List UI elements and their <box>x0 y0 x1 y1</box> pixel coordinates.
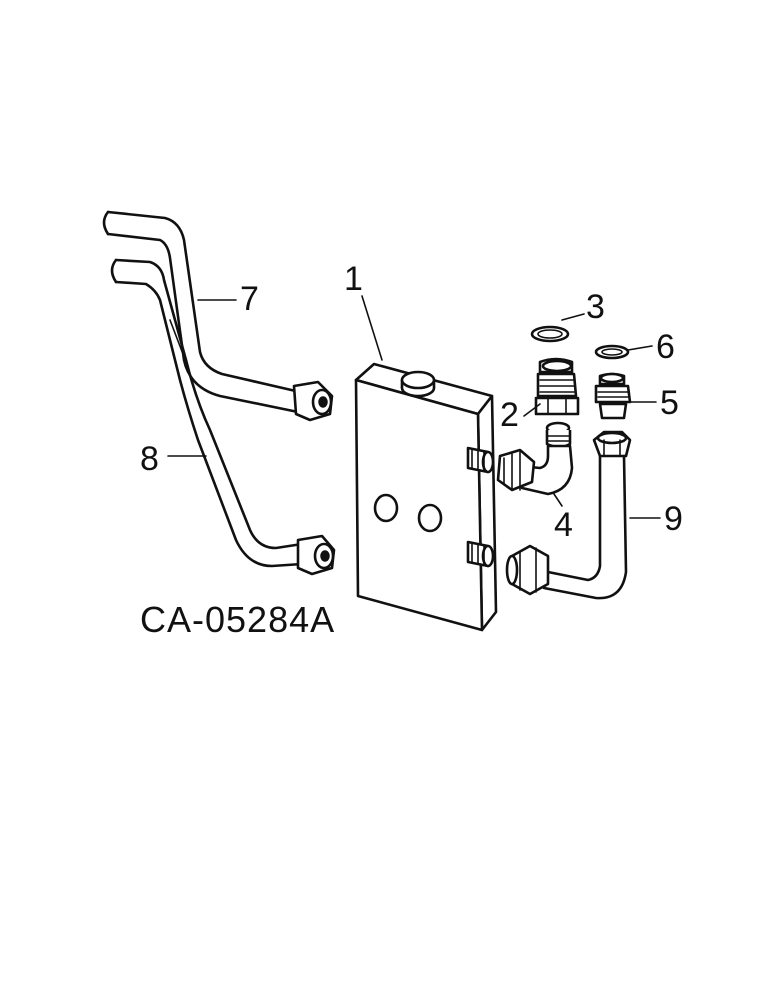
callout-6: 6 <box>656 328 675 366</box>
tube-9 <box>505 430 632 600</box>
leader-1 <box>361 295 383 361</box>
tube-8 <box>110 258 336 576</box>
leader-2 <box>523 403 541 417</box>
figure-id: CA-05284A <box>140 599 335 640</box>
callout-2: 2 <box>500 396 519 434</box>
tube-7 <box>102 210 334 422</box>
leader-4 <box>553 493 563 507</box>
adapter-fitting-5 <box>594 372 632 420</box>
callout-3: 3 <box>586 288 605 326</box>
callout-9: 9 <box>664 500 683 538</box>
o-ring-6 <box>594 344 630 360</box>
callout-5: 5 <box>660 384 679 422</box>
elbow-fitting-4 <box>496 421 574 496</box>
adapter-fitting-2 <box>534 357 580 416</box>
leader-6 <box>627 345 653 351</box>
leader-3 <box>561 313 585 321</box>
callout-7: 7 <box>240 280 259 318</box>
leader-lines <box>167 295 661 519</box>
callout-1: 1 <box>344 260 363 298</box>
callout-4: 4 <box>554 506 573 544</box>
o-ring-3 <box>530 325 570 343</box>
valve-block-1 <box>354 362 498 632</box>
callout-8: 8 <box>140 440 159 478</box>
